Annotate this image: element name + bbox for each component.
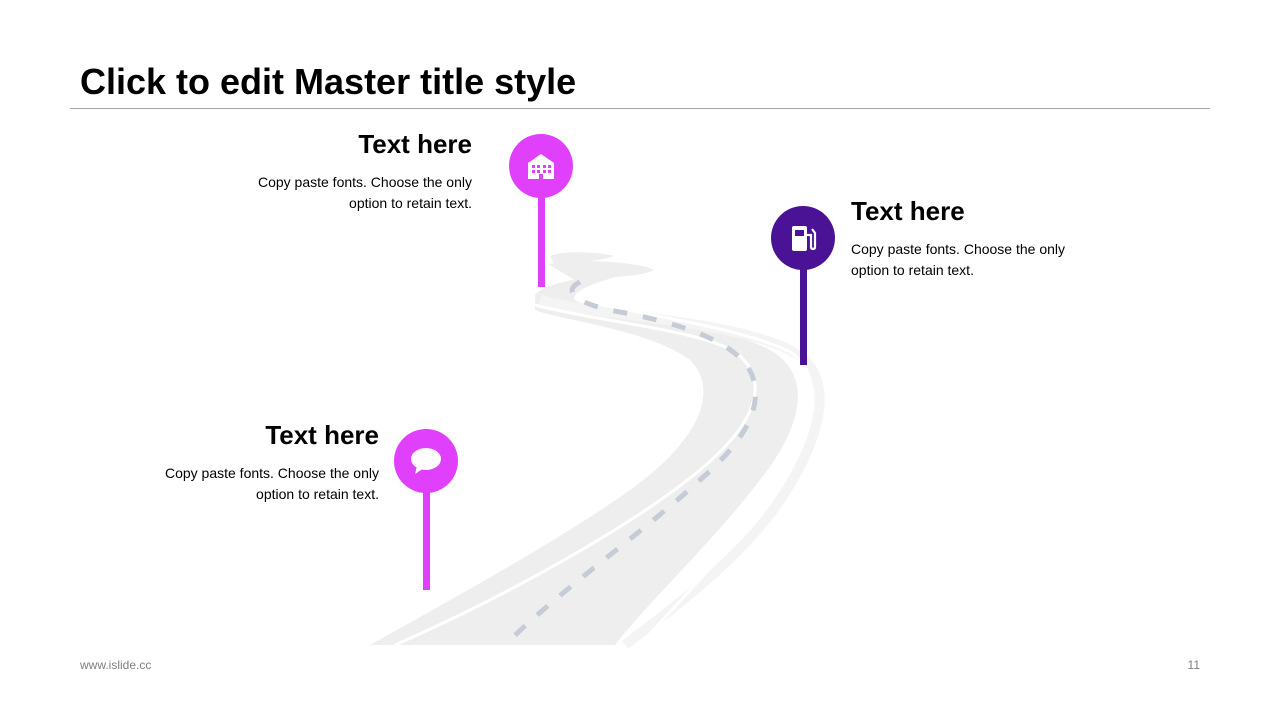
slide-title[interactable]: Click to edit Master title style xyxy=(80,61,577,102)
item-1-heading[interactable]: Text here xyxy=(358,129,472,159)
item-3-body[interactable]: Copy paste fonts. Choose the only option… xyxy=(164,465,379,502)
item-2-pin[interactable] xyxy=(771,206,835,270)
item-2-pin-stem xyxy=(800,262,807,365)
item-2-body[interactable]: Copy paste fonts. Choose the only option… xyxy=(851,241,1066,278)
item-1-body[interactable]: Copy paste fonts. Choose the only option… xyxy=(257,174,472,211)
title-divider xyxy=(70,108,1210,109)
item-1-pin-stem xyxy=(538,190,545,287)
item-3-pin-stem xyxy=(423,486,430,590)
item-2-heading[interactable]: Text here xyxy=(851,196,965,226)
item-3-heading[interactable]: Text here xyxy=(265,420,379,450)
item-1-pin[interactable] xyxy=(509,134,573,198)
item-3-pin[interactable] xyxy=(394,429,458,493)
chat-bubble-icon xyxy=(411,448,441,474)
fuel-pump-icon xyxy=(792,226,817,251)
page-number: 11 xyxy=(1187,658,1200,672)
footer-url: www.islide.cc xyxy=(80,658,152,672)
building-icon xyxy=(528,154,554,179)
